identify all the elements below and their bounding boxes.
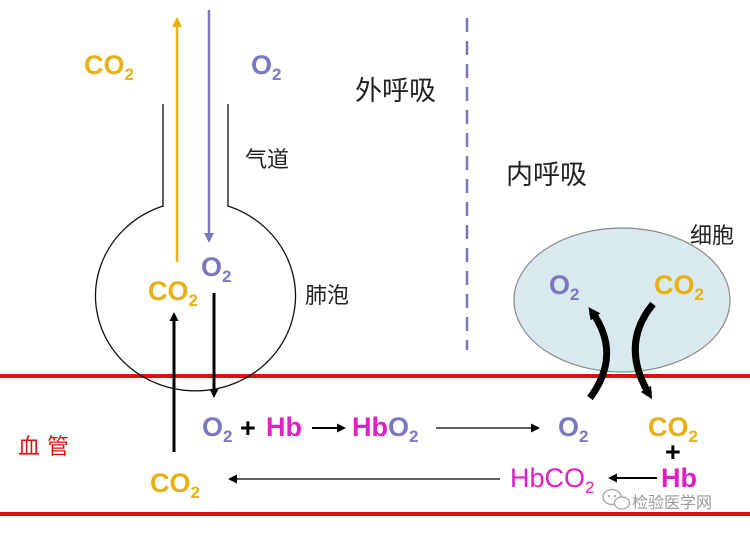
plus-sign-1: + <box>240 413 256 443</box>
hb-label-2: Hb <box>661 463 697 493</box>
cell-body <box>513 227 731 373</box>
o2-label-alveolus: O2 <box>201 252 231 286</box>
hb-label-1: Hb <box>266 412 302 442</box>
alveolus-label: 肺泡 <box>305 284 349 309</box>
co2-label-alveolus: CO2 <box>148 276 198 310</box>
hbco2-label: HbCO2 <box>510 463 594 497</box>
o2-label-cell: O2 <box>549 270 579 304</box>
co2-label-cell: CO2 <box>654 270 704 304</box>
o2-label-released: O2 <box>558 412 588 446</box>
o2-label-inhaled: O2 <box>251 50 281 84</box>
external-respiration-label: 外呼吸 <box>355 76 436 107</box>
alveolus-outline <box>94 205 297 392</box>
watermark-text: 检验医学网 <box>632 493 712 512</box>
co2-label-from-cell: CO2 <box>648 412 698 446</box>
co2-label-exhaled: CO2 <box>84 50 134 84</box>
o2-release-curved-arrow <box>587 307 611 401</box>
airway-label: 气道 <box>245 148 289 173</box>
blood-vessel-label: 血 管 <box>18 435 69 460</box>
plus-sign-2: + <box>665 437 681 467</box>
co2-label-blood: CO2 <box>150 468 200 502</box>
o2-label-blood: O2 <box>202 412 232 446</box>
watermark: 检验医学网 <box>602 488 712 512</box>
hbo2-label: HbO2 <box>352 412 418 446</box>
cell-label: 细胞 <box>690 224 734 249</box>
co2-release-curved-arrow <box>631 301 656 400</box>
internal-respiration-label: 内呼吸 <box>506 160 587 191</box>
wechat-icon <box>602 488 631 510</box>
